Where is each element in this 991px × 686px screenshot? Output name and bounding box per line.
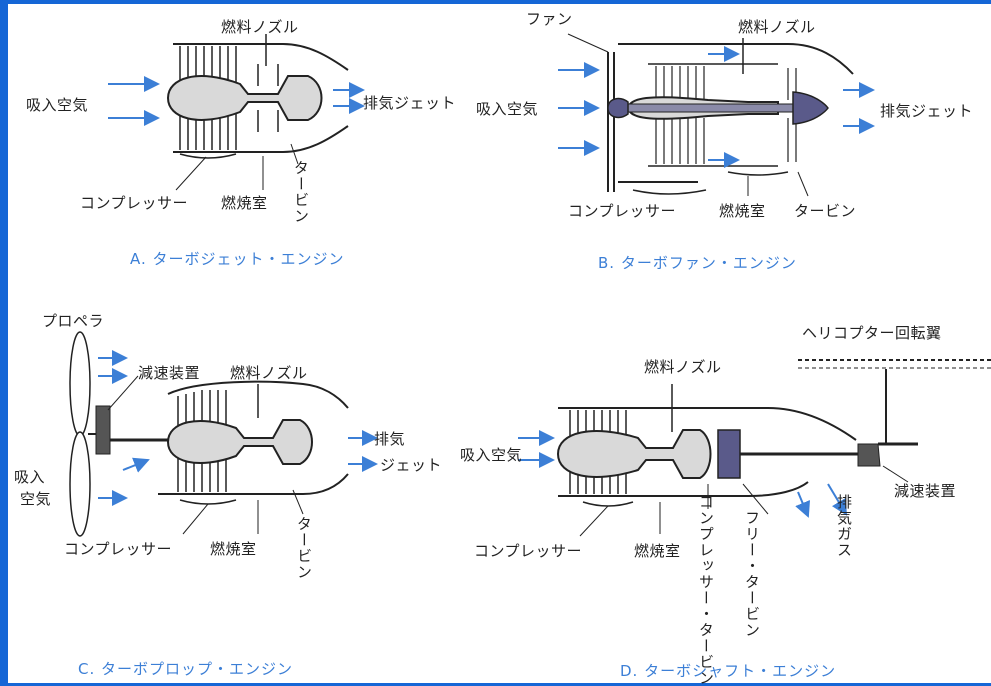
turbofan-compressor-label: コンプレッサー bbox=[568, 202, 677, 220]
turbofan-turbine-label: タービン bbox=[794, 202, 857, 220]
turboshaft-reduction-gear-label: 減速装置 bbox=[894, 482, 957, 500]
turboshaft-intake-air-label: 吸入空気 bbox=[460, 446, 523, 464]
turbojet-diagram bbox=[108, 34, 365, 191]
figure-panel: 燃料ノズル 吸入空気 排気ジェット コンプレッサー 燃焼室 タービン A. ター… bbox=[8, 4, 991, 686]
turboshaft-diagram bbox=[518, 359, 991, 537]
turboshaft-fuel-nozzle-label: 燃料ノズル bbox=[644, 358, 722, 376]
turboshaft-rotor-label: ヘリコプター回転翼 bbox=[802, 324, 942, 342]
turbojet-combustor-label: 燃焼室 bbox=[221, 194, 268, 212]
turboshaft-caption: D. ターボシャフト・エンジン bbox=[620, 662, 837, 680]
turbofan-fuel-nozzle-label: 燃料ノズル bbox=[738, 18, 816, 36]
turbojet-intake-air-label: 吸入空気 bbox=[26, 96, 89, 114]
turbojet-turbine-label: タービン bbox=[292, 160, 310, 224]
turbofan-intake-air-label: 吸入空気 bbox=[476, 100, 539, 118]
turboprop-reduction-gear-label: 減速装置 bbox=[138, 364, 201, 382]
turbofan-fan-label: ファン bbox=[526, 10, 573, 28]
turboprop-exhaust-label: 排気 bbox=[374, 430, 406, 448]
turboprop-diagram bbox=[69, 331, 378, 537]
turbofan-exhaust-jet-label: 排気ジェット bbox=[880, 102, 974, 120]
engine-diagrams bbox=[69, 33, 991, 537]
turboshaft-free-turbine-label: フリー・タービン bbox=[743, 510, 761, 638]
turboprop-compressor-label: コンプレッサー bbox=[64, 540, 173, 558]
turboprop-caption: C. ターボプロップ・エンジン bbox=[78, 660, 294, 678]
turbofan-combustor-label: 燃焼室 bbox=[719, 202, 766, 220]
turbojet-fuel-nozzle-label: 燃料ノズル bbox=[221, 18, 299, 36]
turboprop-intake-label: 吸入 bbox=[14, 468, 46, 486]
turbojet-exhaust-jet-label: 排気ジェット bbox=[363, 94, 457, 112]
turbojet-compressor-label: コンプレッサー bbox=[80, 194, 189, 212]
turboprop-air-label: 空気 bbox=[20, 490, 52, 508]
turboprop-propeller-label: プロペラ bbox=[42, 312, 105, 330]
turboshaft-compressor-label: コンプレッサー bbox=[474, 542, 583, 560]
turboprop-turbine-label: タービン bbox=[295, 516, 313, 580]
turboshaft-exhaust-gas-label: 排気ガス bbox=[835, 494, 853, 558]
turboshaft-compressor-turbine-label: コンプレッサー・タービン bbox=[697, 494, 715, 686]
turboprop-fuel-nozzle-label: 燃料ノズル bbox=[230, 364, 308, 382]
turbofan-diagram bbox=[558, 33, 875, 197]
turbofan-caption: B. ターボファン・エンジン bbox=[598, 254, 797, 272]
turbojet-caption: A. ターボジェット・エンジン bbox=[130, 250, 345, 268]
turboprop-combustor-label: 燃焼室 bbox=[210, 540, 257, 558]
turboprop-jet-label: ジェット bbox=[380, 456, 443, 474]
turboshaft-combustor-label: 燃焼室 bbox=[634, 542, 681, 560]
